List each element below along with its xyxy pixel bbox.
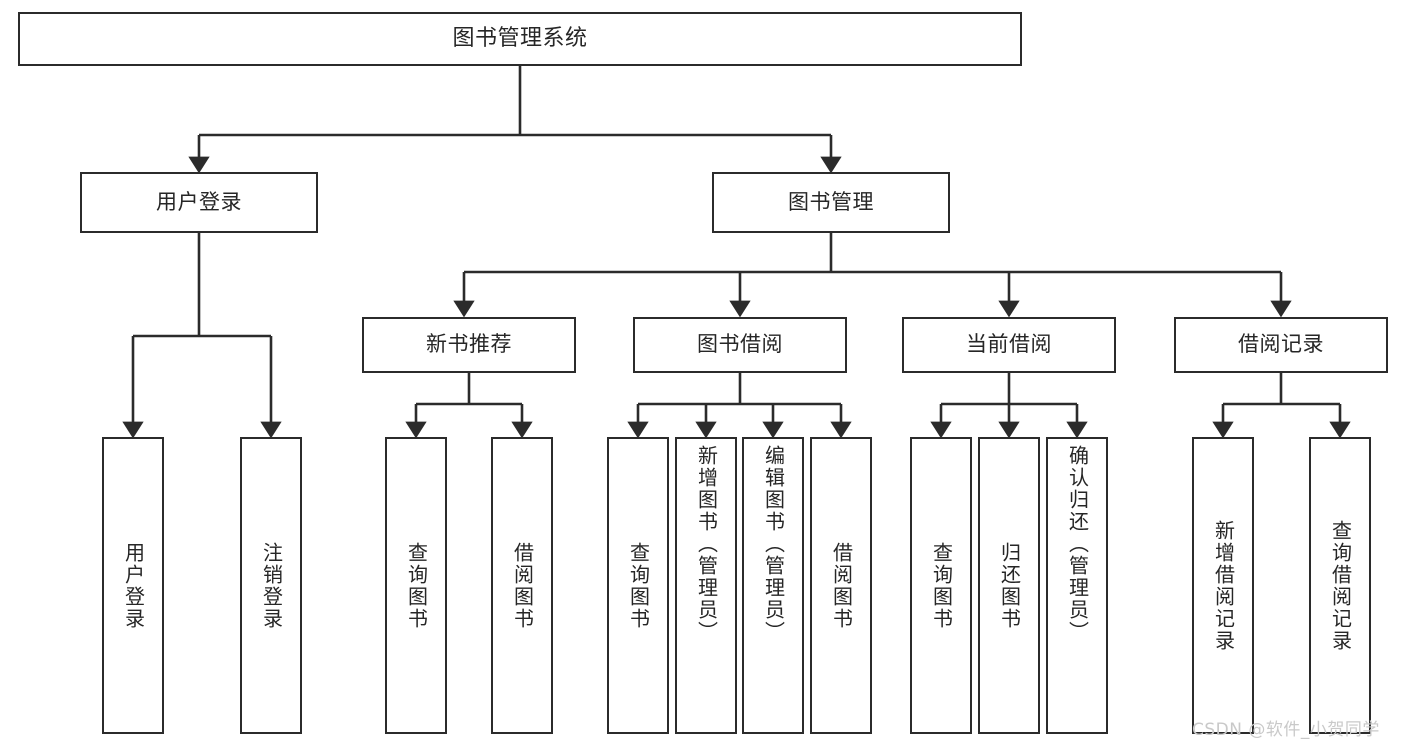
node-root-book-management-system[interactable]: 图书管理系统 <box>18 12 1022 66</box>
node-leaf-query-book-current[interactable]: 查询图书 <box>910 437 972 734</box>
node-label: 新书推荐 <box>426 332 512 357</box>
node-label: 图书管理 <box>788 189 874 214</box>
node-leaf-borrow-book[interactable]: 借阅图书 <box>810 437 872 734</box>
node-leaf-user-login[interactable]: 用户登录 <box>102 437 164 734</box>
node-label: 借阅记录 <box>1238 332 1324 357</box>
node-label: 查询借阅记录 <box>1328 519 1353 652</box>
node-leaf-query-borrow-record[interactable]: 查询借阅记录 <box>1309 437 1371 734</box>
node-label: 查询图书 <box>626 541 651 630</box>
node-label: 查询图书 <box>929 541 954 630</box>
node-leaf-query-book-borrow[interactable]: 查询图书 <box>607 437 669 734</box>
node-label: 图书管理系统 <box>452 25 588 51</box>
node-user-login[interactable]: 用户登录 <box>80 172 318 233</box>
node-current-borrow[interactable]: 当前借阅 <box>902 317 1116 373</box>
node-label: 借阅图书 <box>510 541 535 630</box>
node-label: 查询图书 <box>404 541 429 630</box>
node-leaf-query-book-recommend[interactable]: 查询图书 <box>385 437 447 734</box>
node-label: 确认归还（管理员） <box>1065 445 1090 643</box>
node-leaf-borrow-book-recommend[interactable]: 借阅图书 <box>491 437 553 734</box>
node-leaf-confirm-return[interactable]: 确认归还（管理员） <box>1046 437 1108 734</box>
node-new-book-recommend[interactable]: 新书推荐 <box>362 317 576 373</box>
node-label: 新增借阅记录 <box>1211 519 1236 652</box>
node-label: 当前借阅 <box>966 332 1052 357</box>
csdn-watermark: CSDN @软件_小贺同学 <box>1192 720 1380 740</box>
node-label: 归还图书 <box>997 541 1022 630</box>
node-label: 注销登录 <box>259 541 284 630</box>
node-borrow-record[interactable]: 借阅记录 <box>1174 317 1388 373</box>
node-label: 编辑图书（管理员） <box>761 445 786 643</box>
node-leaf-edit-book[interactable]: 编辑图书（管理员） <box>742 437 804 734</box>
node-leaf-add-borrow-record[interactable]: 新增借阅记录 <box>1192 437 1254 734</box>
node-book-management[interactable]: 图书管理 <box>712 172 950 233</box>
node-leaf-return-book[interactable]: 归还图书 <box>978 437 1040 734</box>
node-leaf-user-logout[interactable]: 注销登录 <box>240 437 302 734</box>
node-label: 用户登录 <box>156 189 242 214</box>
node-book-borrow[interactable]: 图书借阅 <box>633 317 847 373</box>
node-label: 新增图书（管理员） <box>694 445 719 643</box>
node-leaf-add-book[interactable]: 新增图书（管理员） <box>675 437 737 734</box>
node-label: 借阅图书 <box>829 541 854 630</box>
node-label: 图书借阅 <box>697 332 783 357</box>
node-label: 用户登录 <box>121 541 146 630</box>
